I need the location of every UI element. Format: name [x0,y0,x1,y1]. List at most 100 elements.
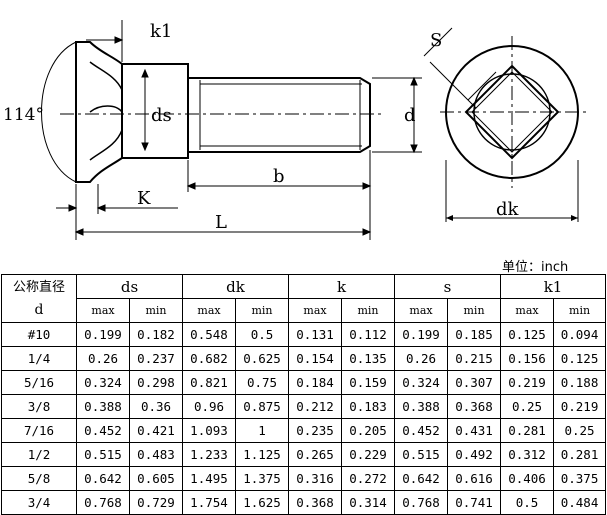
value-cell: 0.188 [553,370,607,395]
label-L: L [215,212,227,233]
value-cell: 0.729 [129,490,183,515]
value-cell: 0.229 [341,442,396,467]
value-cell: 0.26 [394,346,449,371]
value-cell: 0.741 [447,490,502,515]
value-cell: 0.205 [341,418,396,443]
value-cell: 0.25 [553,418,607,443]
value-cell: 0.36 [129,394,183,419]
group-header-k: k [288,274,396,299]
value-cell: 0.212 [288,394,343,419]
label-angle: 114° [3,105,44,125]
label-ds: ds [151,105,172,126]
value-cell: 0.642 [394,466,449,491]
value-cell: 1.233 [182,442,236,467]
nominal-diameter-cell: 1/4 [1,346,77,371]
nominal-diameter-cell: #10 [1,322,77,347]
value-cell: 0.125 [500,322,555,347]
value-cell: 0.307 [447,370,502,395]
group-header-dk: dk [181,274,290,299]
value-cell: 0.452 [76,418,130,443]
label-K: K [137,188,151,209]
value-cell: 0.875 [234,394,290,419]
value-cell: 0.219 [500,370,555,395]
value-cell: 0.616 [447,466,502,491]
value-cell: 0.682 [182,346,236,371]
angle-arc [41,41,77,183]
value-cell: 0.185 [447,322,502,347]
value-cell: 0.768 [76,490,130,515]
value-cell: 0.184 [288,370,343,395]
value-cell: 1.625 [234,490,290,515]
value-cell: 1.375 [234,466,290,491]
value-cell: 0.135 [341,346,396,371]
nominal-diameter-symbol: d [34,301,44,318]
value-cell: 0.324 [76,370,130,395]
value-cell: 0.183 [341,394,396,419]
value-cell: 0.484 [553,490,607,515]
value-cell: 0.272 [341,466,396,491]
value-cell: 0.452 [394,418,449,443]
value-cell: 0.388 [76,394,130,419]
label-k1: k1 [150,21,172,42]
value-cell: 0.421 [129,418,183,443]
value-cell: 1 [234,418,290,443]
value-cell: 0.265 [288,442,343,467]
value-cell: 0.625 [234,346,290,371]
table-group-header-row: 公称直径 d ds dk k s k1 [1,274,607,323]
value-cell: 0.368 [447,394,502,419]
value-cell: 0.375 [553,466,607,491]
value-cell: 1.495 [182,466,236,491]
sub-header-max: max [394,298,449,323]
value-cell: 0.483 [129,442,183,467]
value-cell: 0.515 [394,442,449,467]
table-subheader-row: max min max min max min max min max min [2,298,607,323]
value-cell: 0.26 [76,346,130,371]
value-cell: 0.431 [447,418,502,443]
label-d: d [404,105,416,126]
value-cell: 0.821 [182,370,236,395]
nominal-diameter-label: 公称直径 [12,279,65,295]
value-cell: 0.5 [234,322,290,347]
label-dk: dk [496,199,520,220]
value-cell: 0.492 [447,442,502,467]
value-cell: 0.25 [500,394,555,419]
nominal-diameter-cell: 5/8 [1,466,77,491]
value-cell: 0.324 [394,370,449,395]
value-cell: 0.314 [341,490,396,515]
value-cell: 1.125 [234,442,290,467]
bolt-head-outline [75,41,123,183]
value-cell: 0.219 [553,394,607,419]
value-cell: 0.215 [447,346,502,371]
nominal-diameter-header: 公称直径 d [1,274,77,323]
value-cell: 0.131 [288,322,343,347]
bolt-technical-drawing: k1 114° ds d b K L S dk [3,20,586,240]
value-cell: 0.5 [500,490,555,515]
value-cell: 0.642 [76,466,130,491]
sub-header-max: max [500,298,555,323]
value-cell: 0.125 [553,346,607,371]
sub-header-max: max [182,298,236,323]
sub-header-min: min [234,298,290,323]
value-cell: 0.298 [129,370,183,395]
value-cell: 0.182 [129,322,183,347]
sub-header-min: min [341,298,396,323]
end-view-square [464,64,560,160]
value-cell: 0.094 [553,322,607,347]
sub-header-max: max [76,298,130,323]
group-header-s: s [394,274,502,299]
value-cell: 0.312 [500,442,555,467]
value-cell: 0.281 [553,442,607,467]
value-cell: 0.154 [288,346,343,371]
dimension-table: 公称直径 d ds dk k s k1 max min max min max … [1,274,607,515]
value-cell: 0.112 [341,322,396,347]
sub-header-max: max [288,298,343,323]
value-cell: 1.093 [182,418,236,443]
value-cell: 0.235 [288,418,343,443]
value-cell: 0.316 [288,466,343,491]
group-header-k1: k1 [500,274,607,299]
